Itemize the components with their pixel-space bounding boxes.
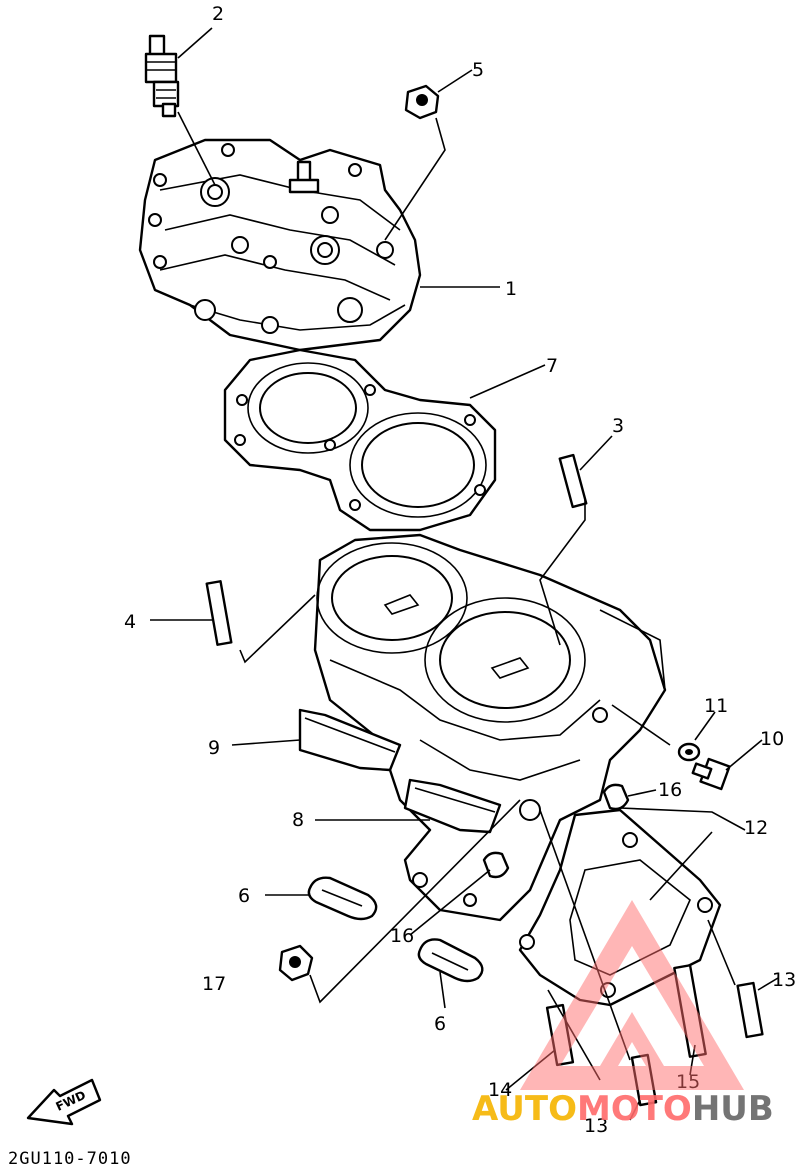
diagram-code: 2GU110-7010 xyxy=(8,1149,132,1169)
stud-3 xyxy=(558,453,588,509)
washer-11 xyxy=(677,742,701,762)
callout-3: 3 xyxy=(612,415,624,437)
callout-1: 1 xyxy=(505,278,517,300)
callout-12: 12 xyxy=(744,817,768,839)
callout-6-lower: 6 xyxy=(434,1013,446,1035)
callout-16-upper: 16 xyxy=(658,779,682,801)
watermark-text-hub: HUB xyxy=(692,1089,774,1129)
callout-13-lower: 13 xyxy=(584,1115,608,1137)
stud-4 xyxy=(205,580,233,646)
watermark-inner-mark xyxy=(600,1012,664,1066)
callout-2: 2 xyxy=(212,3,224,25)
reed-plate-2 xyxy=(417,938,484,983)
callout-9: 9 xyxy=(208,737,220,759)
callout-8: 8 xyxy=(292,809,304,831)
watermark-logo: AUTOMOTOHUB xyxy=(472,900,774,1129)
stud-13-lower xyxy=(630,1053,658,1107)
stud-15 xyxy=(673,964,707,1058)
callout-14: 14 xyxy=(488,1079,512,1101)
svg-text:AUTOMOTOHUB: AUTOMOTOHUB xyxy=(472,1089,774,1129)
callout-15: 15 xyxy=(676,1071,700,1093)
spark-plug xyxy=(144,34,180,118)
callout-4: 4 xyxy=(124,611,136,633)
intake-joint-9 xyxy=(298,708,402,772)
leader-lines xyxy=(150,27,779,1121)
base-gasket xyxy=(518,808,722,1007)
callout-11: 11 xyxy=(704,695,728,717)
watermark-text-moto: MOTO xyxy=(577,1089,692,1129)
callout-labels: 2 5 1 7 3 4 9 8 11 10 16 12 6 16 17 6 13… xyxy=(124,3,796,1137)
watermark-triangle xyxy=(520,900,744,1090)
dowel-pin-upper xyxy=(602,783,630,811)
callout-13-right: 13 xyxy=(772,969,796,991)
callout-6-left: 6 xyxy=(238,885,250,907)
cap-nut xyxy=(404,84,440,120)
callout-5: 5 xyxy=(472,59,484,81)
intake-joint-8 xyxy=(403,778,502,834)
watermark-text-auto: AUTO xyxy=(472,1089,577,1129)
callout-17: 17 xyxy=(202,973,226,995)
head-gasket xyxy=(223,348,497,532)
callout-16-lower: 16 xyxy=(390,925,414,947)
bolt-10 xyxy=(691,757,731,791)
callout-10: 10 xyxy=(760,728,784,750)
cylinder-head xyxy=(138,138,422,352)
cylinder-block xyxy=(313,533,667,922)
fwd-arrow: FWD xyxy=(26,1078,102,1126)
stud-14 xyxy=(545,1003,575,1067)
nut-17 xyxy=(278,944,314,982)
reed-plate-1 xyxy=(307,876,378,921)
stud-13-right xyxy=(736,981,764,1039)
callout-7: 7 xyxy=(546,355,558,377)
